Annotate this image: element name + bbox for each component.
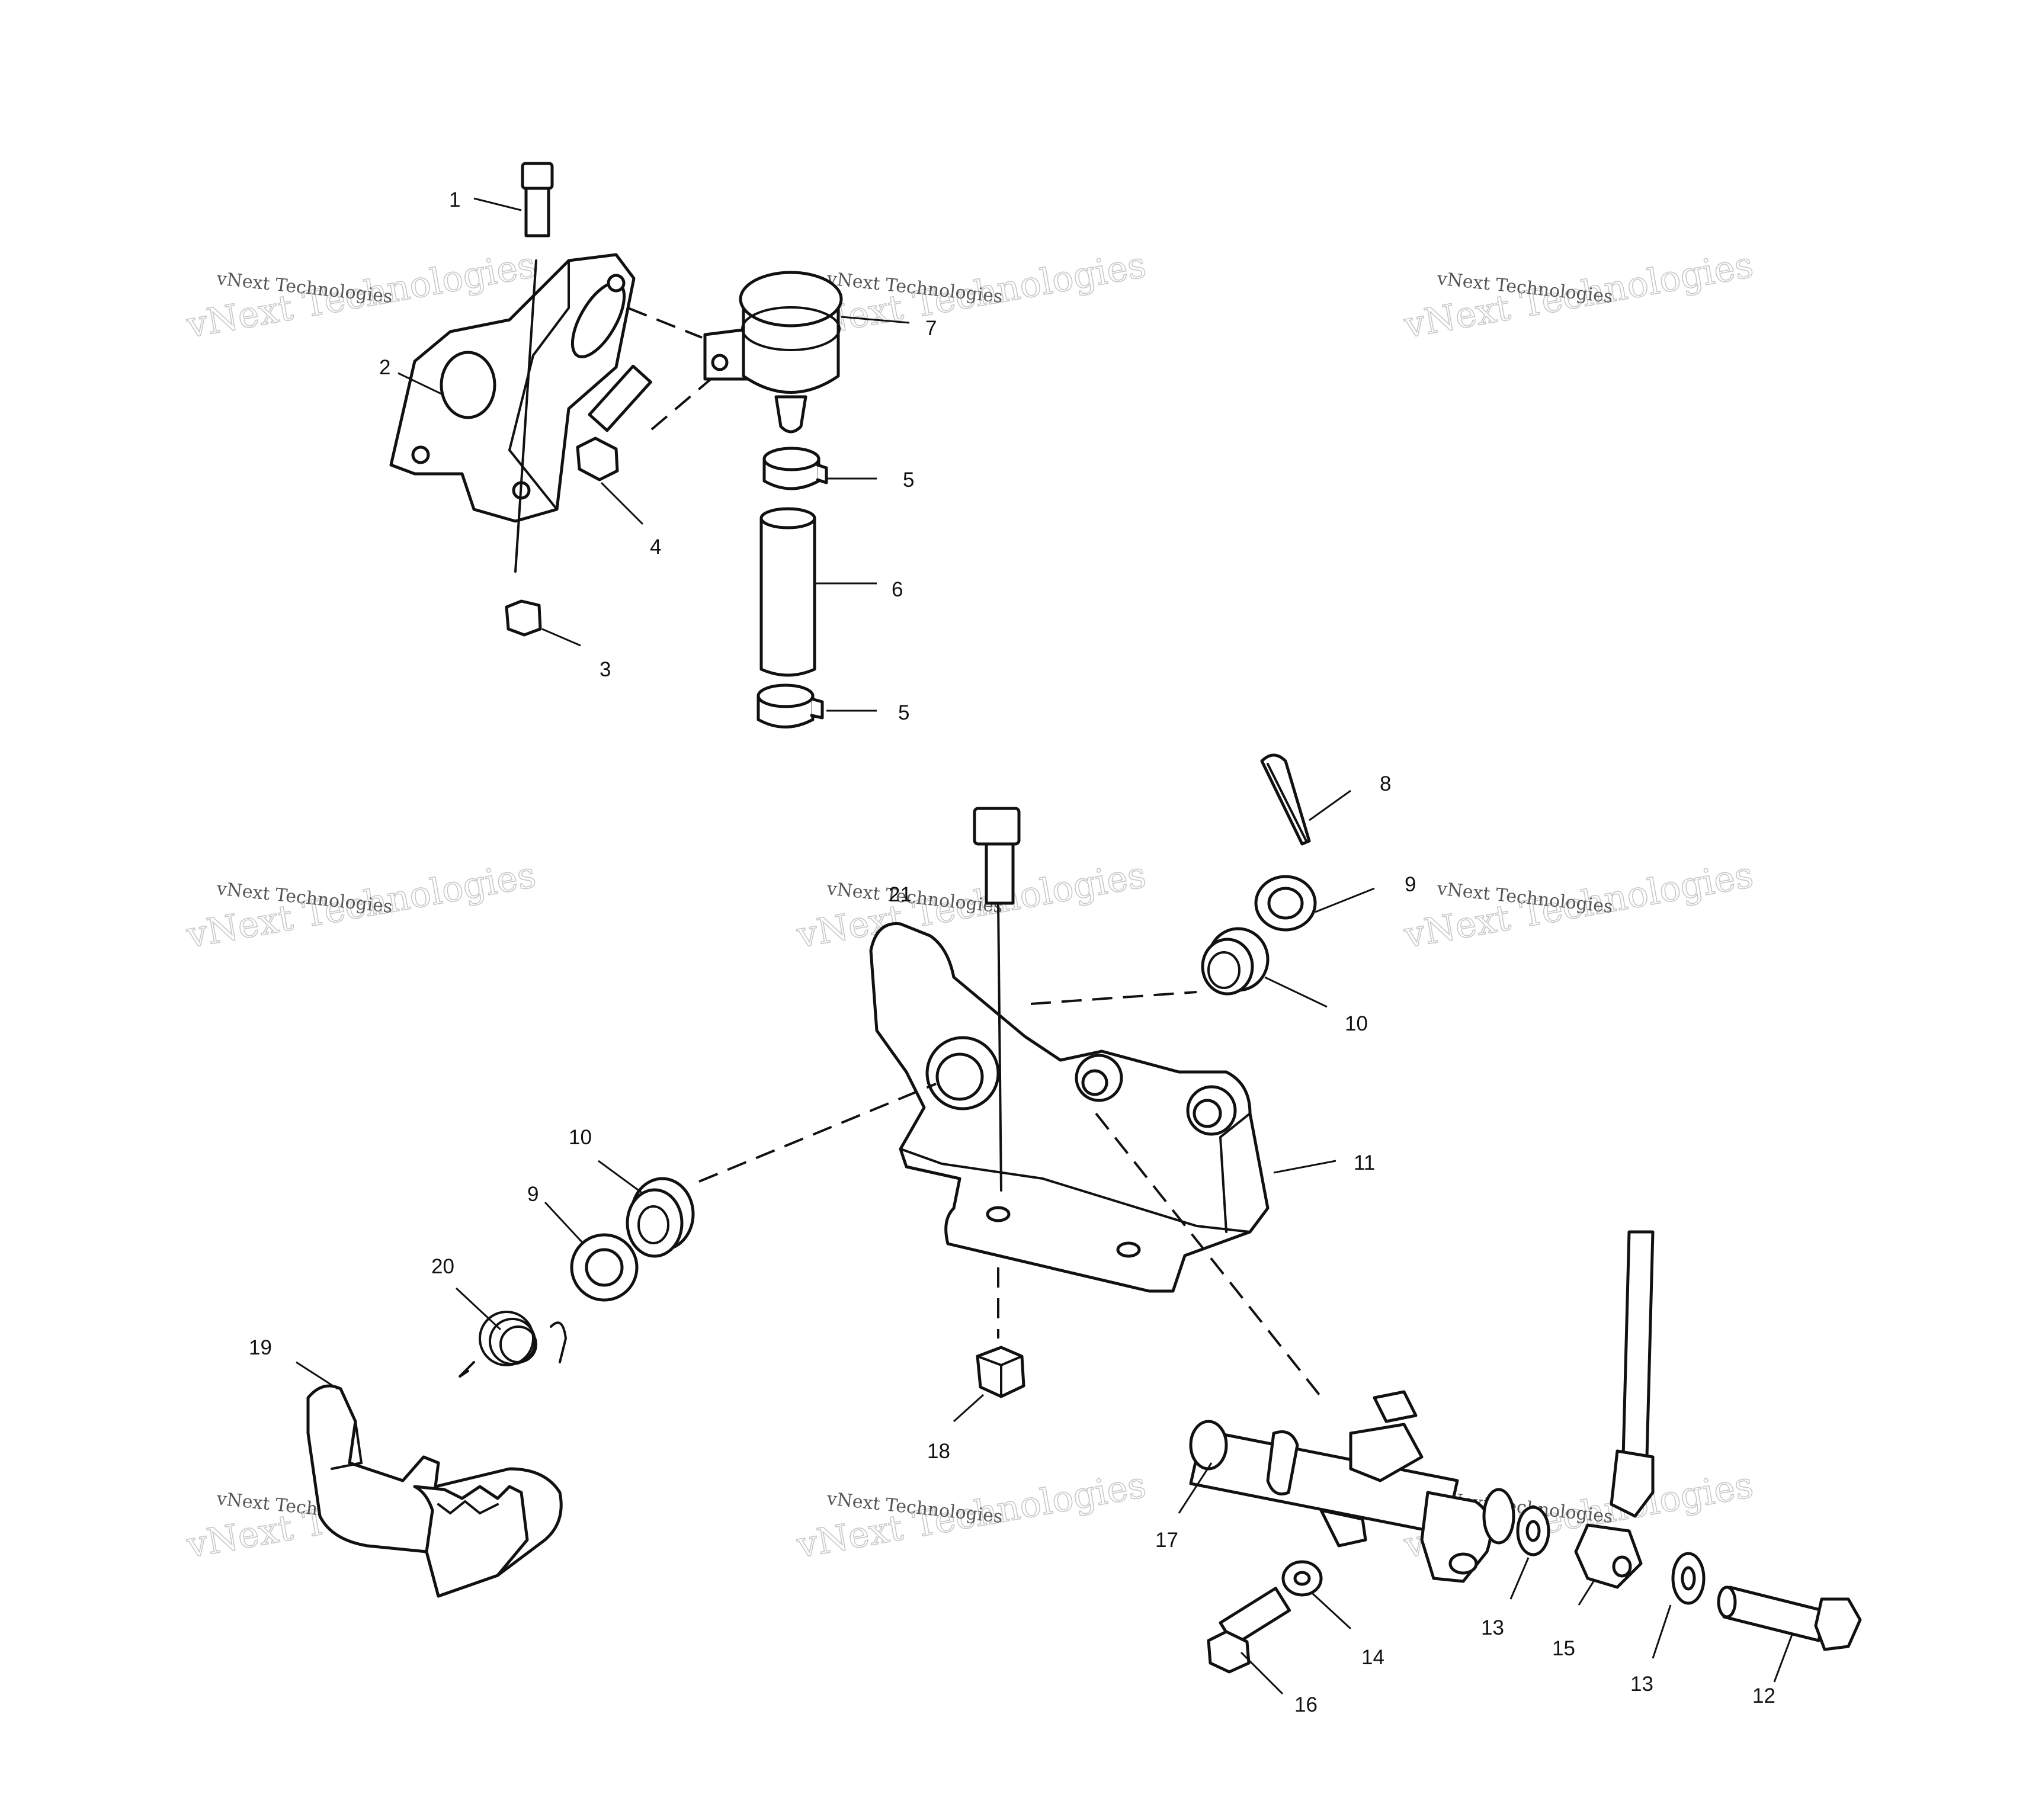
lower-assembly-centerlines: [698, 902, 1325, 1402]
callout-19: 19: [249, 1336, 272, 1359]
callout-5-lower: 5: [898, 701, 909, 724]
callout-5-upper: 5: [903, 468, 914, 492]
part-21-bolt: [973, 807, 1021, 905]
callout-9-left: 9: [527, 1183, 538, 1206]
callout-14: 14: [1361, 1646, 1384, 1669]
part-15-clevis: [1574, 1230, 1655, 1589]
callout-labels: 1 2 3 4 5 5 6 7 8 9 9 10 10 11 12 13 13 …: [249, 188, 1775, 1716]
part-6-hose: [759, 507, 816, 677]
callout-20: 20: [431, 1255, 454, 1278]
part-19-pedal: [306, 1384, 563, 1598]
callout-7: 7: [925, 317, 937, 340]
callout-9-right: 9: [1405, 873, 1416, 896]
callout-21: 21: [889, 883, 912, 906]
part-13-washer-right: [1671, 1552, 1706, 1605]
callout-1: 1: [449, 188, 460, 211]
watermark-6: vNext Technologies vNext Technologies: [1400, 854, 1757, 957]
part-11-main-bracket: [869, 922, 1270, 1293]
part-2-bracket: [389, 253, 636, 523]
callout-11: 11: [1354, 1151, 1375, 1174]
part-17-master-cylinder: [1189, 1390, 1515, 1583]
part-13-washer-left: [1516, 1506, 1550, 1556]
watermark-5: vNext Technologies vNext Technologies: [793, 854, 1150, 957]
callout-2: 2: [379, 356, 390, 379]
callout-16: 16: [1294, 1693, 1318, 1716]
watermark-8: vNext Technologies vNext Technologies: [793, 1464, 1150, 1567]
watermark-4: vNext Technologies vNext Technologies: [183, 854, 540, 957]
part-16-bolt: [1207, 1587, 1291, 1674]
part-5-clamp-upper: [762, 447, 828, 490]
part-7-reservoir: [703, 271, 843, 434]
callout-12: 12: [1752, 1684, 1775, 1707]
part-14-washer: [1281, 1560, 1323, 1597]
part-9-washer-left: [570, 1233, 639, 1302]
callout-6: 6: [892, 578, 903, 601]
callout-10-left: 10: [569, 1126, 592, 1149]
part-4-bolt: [576, 364, 652, 482]
part-10-bushing-left: [626, 1177, 695, 1258]
part-1-bolt: [521, 162, 554, 237]
part-5-clamp-lower: [757, 683, 824, 728]
callout-10-right: 10: [1345, 1012, 1368, 1035]
callout-8: 8: [1380, 772, 1391, 795]
callout-18: 18: [927, 1440, 950, 1463]
part-9-washer-right: [1254, 875, 1317, 932]
watermark-2: vNext Technologies vNext Technologies: [793, 244, 1150, 347]
callout-15: 15: [1552, 1637, 1575, 1660]
watermark-3: vNext Technologies vNext Technologies: [1400, 244, 1757, 347]
part-8-cotter-pin: [1260, 753, 1311, 846]
callout-13-left: 13: [1481, 1616, 1504, 1639]
part-18-nut: [976, 1346, 1025, 1398]
callout-3: 3: [600, 658, 611, 681]
callout-17: 17: [1155, 1529, 1178, 1552]
part-10-bushing-right: [1201, 927, 1270, 996]
callout-4: 4: [650, 535, 661, 558]
part-20-spring: [458, 1311, 568, 1378]
part-12-bolt: [1717, 1585, 1862, 1651]
leader-lines: [296, 197, 1793, 1695]
callout-13-right: 13: [1630, 1673, 1653, 1696]
upper-assembly-centerlines: [514, 259, 712, 573]
part-3-nut: [505, 599, 542, 637]
